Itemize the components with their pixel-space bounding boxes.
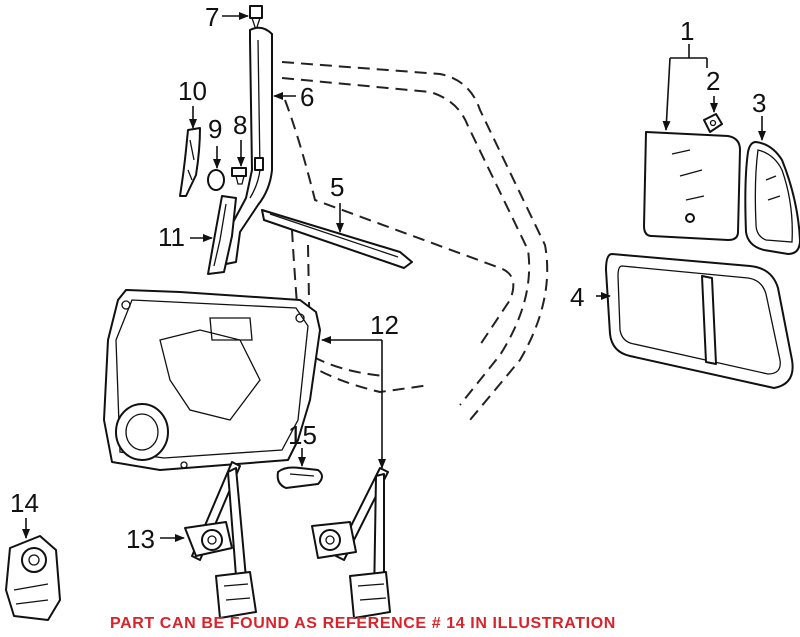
callout-12: 12	[370, 310, 399, 340]
part-10-trim-piece	[179, 127, 201, 197]
callout-4: 4	[570, 282, 584, 312]
callout-6: 6	[300, 82, 314, 112]
part-5-belt-molding	[261, 209, 413, 269]
part-reference-note: PART CAN BE FOUND AS REFERENCE # 14 IN I…	[110, 615, 616, 632]
leader-lines	[22, 12, 766, 542]
part-12-window-regulator	[311, 467, 391, 619]
door-inner-panel	[103, 289, 321, 471]
part-3-quarter-glass	[744, 141, 800, 255]
callout-1: 1	[680, 16, 694, 46]
part-8-clip	[231, 167, 247, 185]
callout-13: 13	[126, 524, 155, 554]
part-7-clip	[249, 5, 263, 33]
callout-3: 3	[752, 88, 766, 118]
part-1-door-glass	[643, 131, 741, 241]
callout-2: 2	[706, 66, 720, 96]
callout-15: 15	[288, 420, 317, 450]
part-13-window-regulator	[184, 461, 257, 619]
callout-8: 8	[233, 110, 247, 140]
part-15-handle	[276, 466, 323, 489]
door-frame-outline	[281, 61, 549, 421]
callout-11: 11	[158, 222, 185, 252]
part-9-grommet	[207, 169, 225, 191]
callout-9: 9	[208, 114, 222, 144]
callout-7: 7	[205, 2, 219, 32]
callout-5: 5	[330, 172, 344, 202]
part-14-window-motor	[5, 535, 61, 621]
callout-14: 14	[10, 488, 39, 518]
part-11-inner-trim	[207, 195, 237, 275]
part-4-window-frame	[605, 253, 794, 389]
part-2-glass-clip	[703, 113, 723, 133]
callout-10: 10	[178, 76, 207, 106]
